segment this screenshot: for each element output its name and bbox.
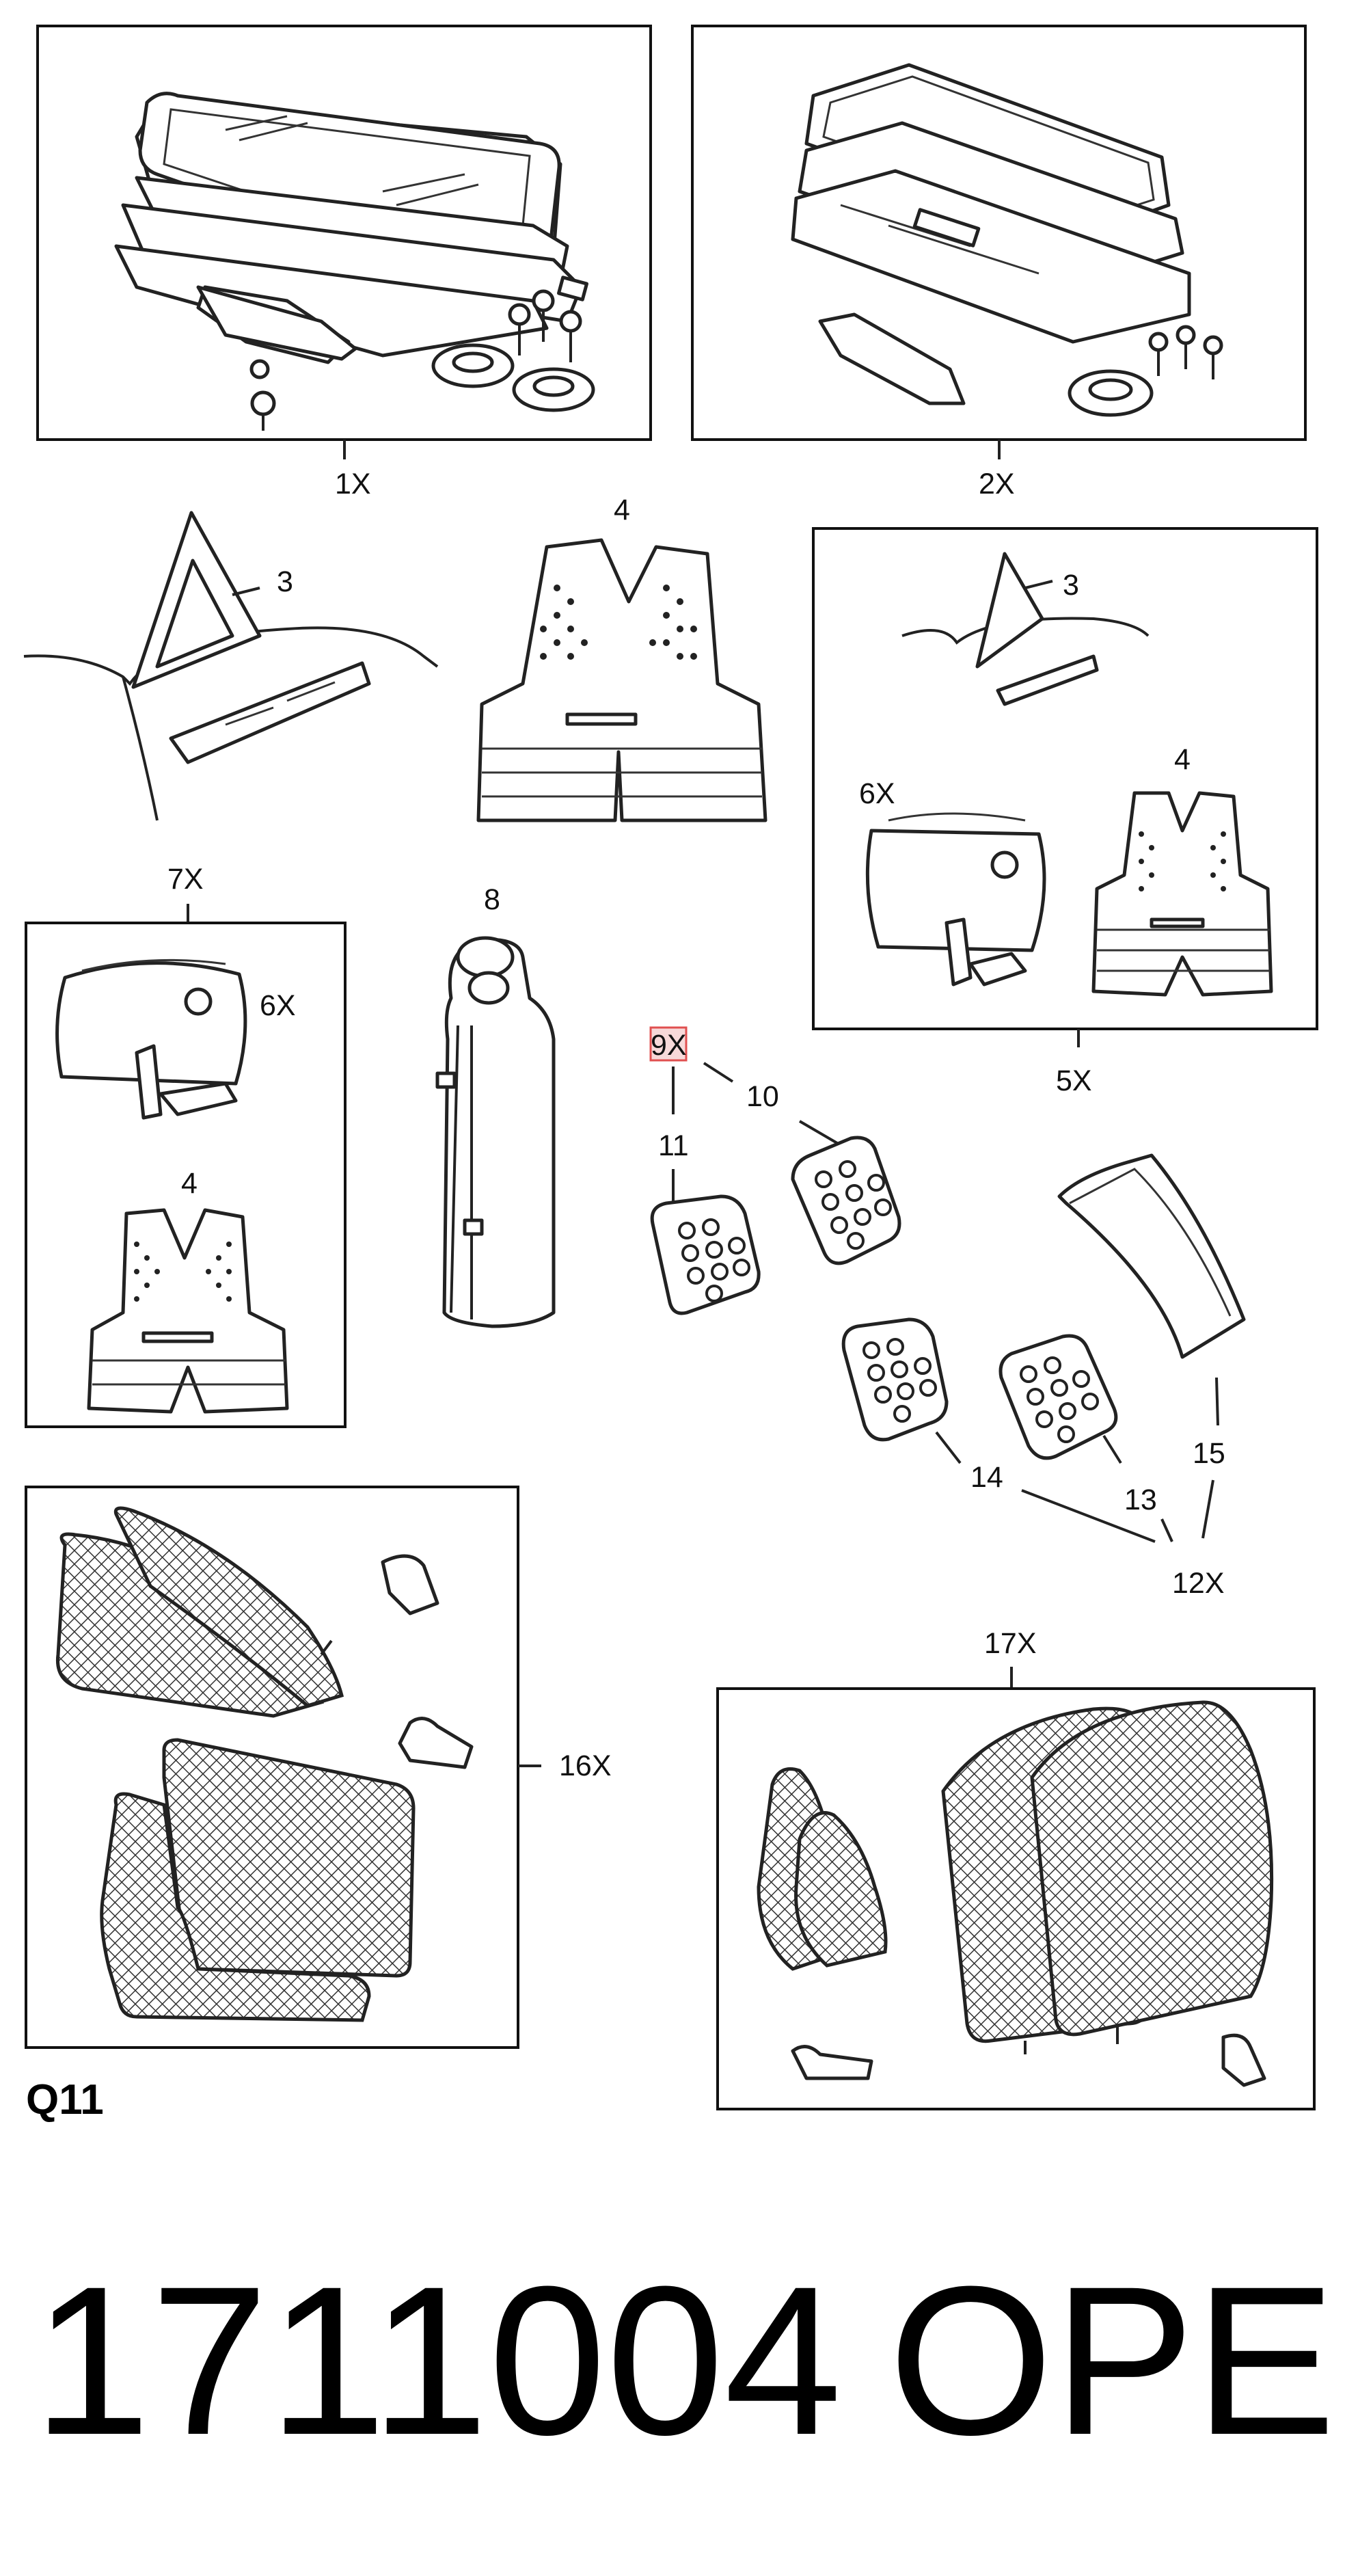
- highlight-9x-box: [649, 1026, 688, 1062]
- bolt-icon: [508, 276, 588, 362]
- box-17x-frame: [716, 1687, 1316, 2110]
- safety-vest-icon: [476, 538, 767, 822]
- clip-icon: [381, 1554, 474, 1769]
- seal-ring-icon: [1068, 369, 1154, 417]
- label-8: 8: [484, 883, 500, 916]
- label-16x: 16X: [559, 1749, 612, 1782]
- label-11: 11: [658, 1129, 689, 1162]
- hinge-bracket-icon: [196, 285, 357, 431]
- first-aid-bag-icon: [55, 958, 247, 1120]
- brand-name: OPEL: [888, 2242, 1345, 2479]
- label-4c: 4: [181, 1167, 198, 1200]
- pedal-pad-15: [1057, 1153, 1246, 1359]
- warning-triangle-icon: [23, 511, 439, 821]
- fire-extinguisher-icon: [435, 936, 556, 1328]
- box-5x-frame: [812, 527, 1318, 1030]
- sunroof-kit-2x: [691, 25, 1307, 441]
- pedal-pad-10: [791, 1136, 901, 1265]
- pedal-pad-11: [650, 1194, 761, 1315]
- safety-vest-icon: [1091, 791, 1273, 997]
- first-aid-bag-icon: [865, 812, 1046, 987]
- label-14: 14: [970, 1461, 1003, 1494]
- clip-icon: [791, 2033, 1266, 2087]
- sunshade-kit-16x: [25, 1486, 519, 2049]
- label-1x: 1X: [335, 468, 371, 500]
- label-6xb: 6X: [260, 989, 296, 1022]
- label-3b: 3: [1063, 569, 1079, 602]
- label-15: 15: [1193, 1437, 1225, 1470]
- label-9x: 9X: [651, 1029, 687, 1062]
- label-13: 13: [1124, 1484, 1157, 1516]
- label-5x: 5X: [1056, 1064, 1092, 1097]
- label-4a: 4: [614, 494, 630, 526]
- label-10: 10: [746, 1080, 779, 1113]
- pedal-pad-13: [998, 1334, 1118, 1460]
- safety-kit-5x: 3 6X 4: [812, 527, 1318, 1030]
- safety-vest-icon: [87, 1208, 289, 1414]
- label-12x: 12X: [1172, 1567, 1225, 1600]
- pedal-pad-14: [841, 1317, 949, 1442]
- safety-kit-7x: 6X 4: [25, 922, 347, 1428]
- label-2x: 2X: [979, 468, 1015, 500]
- label-6xa: 6X: [859, 777, 895, 810]
- box-7x-frame: [25, 922, 347, 1428]
- sunshade-kit-17x: [716, 1687, 1316, 2110]
- sunroof-kit-1x: [36, 25, 652, 441]
- label-4b: 4: [1174, 743, 1191, 776]
- part-number: 1711004: [33, 2242, 842, 2479]
- label-7x: 7X: [167, 863, 204, 896]
- label-3a: 3: [277, 565, 293, 598]
- screw-icon: [1148, 325, 1223, 379]
- label-17x: 17X: [984, 1627, 1037, 1660]
- section-code: Q11: [26, 2076, 104, 2123]
- seal-ring-icon: [431, 343, 595, 412]
